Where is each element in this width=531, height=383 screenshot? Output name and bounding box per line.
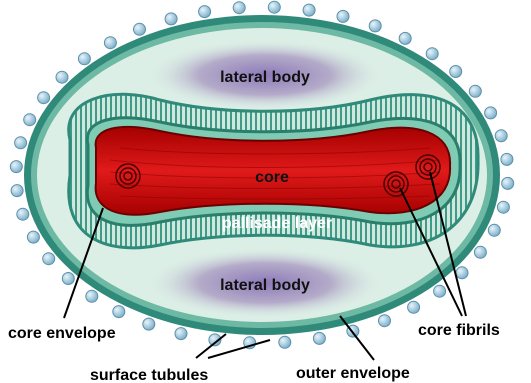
surface-tubule: [233, 2, 245, 14]
surface-tubule: [38, 92, 50, 104]
surface-tubule: [434, 285, 446, 297]
label-core: core: [255, 169, 289, 186]
surface-tubule: [408, 301, 420, 313]
surface-tubule: [501, 153, 513, 165]
surface-tubule: [15, 137, 27, 149]
surface-tubule: [17, 208, 29, 220]
surface-tubule: [86, 290, 98, 302]
label-core-fibrils: core fibrils: [418, 322, 500, 339]
surface-tubule: [456, 267, 468, 279]
surface-tubule: [268, 1, 280, 13]
surface-tubule: [469, 85, 481, 97]
surface-tubule: [497, 201, 509, 213]
surface-tubule: [337, 10, 349, 22]
surface-tubule: [43, 253, 55, 265]
surface-tubule: [485, 107, 497, 119]
surface-tubule: [24, 114, 36, 126]
label-outer-envelope: outer envelope: [296, 365, 410, 382]
surface-tubule: [279, 336, 291, 348]
surface-tubule: [10, 161, 22, 173]
surface-tubule: [450, 66, 462, 78]
surface-tubule: [165, 13, 177, 25]
surface-tubule: [379, 315, 391, 327]
surface-tubule: [143, 318, 155, 330]
surface-tubule: [399, 32, 411, 44]
surface-tubule: [78, 53, 90, 65]
surface-tubule: [488, 224, 500, 236]
leader-outer-envelope: [340, 316, 374, 360]
label-pallisade-layer: pallisade layer: [222, 215, 332, 232]
surface-tubule: [313, 332, 325, 344]
surface-tubule: [474, 246, 486, 258]
surface-tubule: [502, 177, 514, 189]
surface-tubule: [104, 37, 116, 49]
surface-tubule: [199, 6, 211, 18]
label-surface-tubules: surface tubules: [90, 367, 208, 383]
surface-tubule: [303, 4, 315, 16]
surface-tubule: [175, 328, 187, 340]
label-lateral-body-bottom: lateral body: [220, 277, 310, 294]
surface-tubule: [113, 306, 125, 318]
surface-tubule: [56, 71, 68, 83]
label-lateral-body-top: lateral body: [220, 69, 310, 86]
surface-tubule: [426, 48, 438, 60]
surface-tubule: [62, 273, 74, 285]
surface-tubule: [27, 231, 39, 243]
surface-tubule: [11, 185, 23, 197]
surface-tubule: [495, 130, 507, 142]
surface-tubule: [134, 23, 146, 35]
surface-tubule: [369, 20, 381, 32]
label-core-envelope: core envelope: [8, 325, 116, 342]
